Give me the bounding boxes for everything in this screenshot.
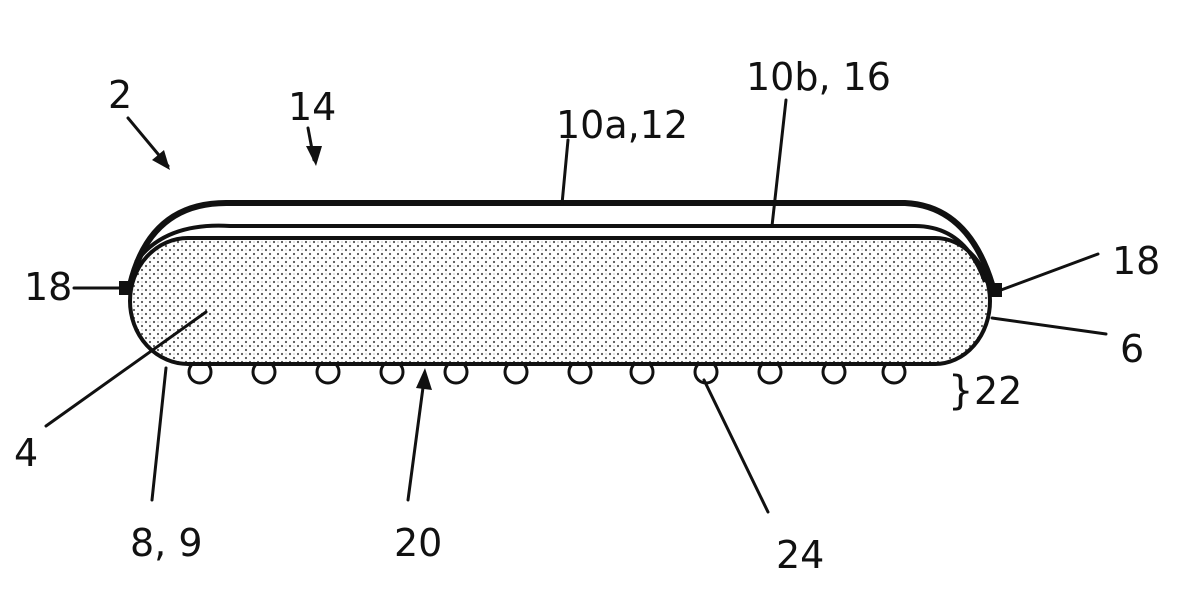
arrowhead-20 — [416, 368, 432, 390]
label-20: 20 — [394, 521, 442, 565]
leader-10b — [770, 98, 788, 228]
seal-right — [990, 283, 1002, 297]
label-14: 14 — [288, 85, 336, 129]
label-10b-16: 10b, 16 — [746, 55, 891, 99]
leader-6 — [990, 316, 1108, 336]
brace-22: } — [948, 368, 973, 414]
label-10a-12: 10a,12 — [556, 103, 688, 147]
label-8-9: 8, 9 — [130, 521, 203, 565]
label-6: 6 — [1120, 327, 1144, 371]
leader-20 — [406, 378, 426, 502]
label-18-left: 18 — [24, 265, 72, 309]
leader-8-9 — [150, 366, 168, 502]
core-body — [127, 236, 993, 366]
label-24: 24 — [776, 533, 824, 577]
label-4: 4 — [14, 431, 38, 475]
leader-18-right — [999, 252, 1100, 292]
leader-4 — [44, 310, 208, 428]
layer-10a — [127, 199, 995, 286]
arrowhead-14 — [306, 146, 322, 166]
layer-10b — [134, 223, 987, 283]
arrowhead-2 — [152, 150, 170, 170]
leader-10a — [560, 138, 570, 206]
leader-24 — [702, 378, 770, 514]
label-2: 2 — [108, 73, 132, 117]
seal-left — [119, 281, 131, 295]
label-22: 22 — [974, 369, 1022, 413]
label-18-right: 18 — [1112, 239, 1160, 283]
bump-row — [187, 359, 907, 385]
